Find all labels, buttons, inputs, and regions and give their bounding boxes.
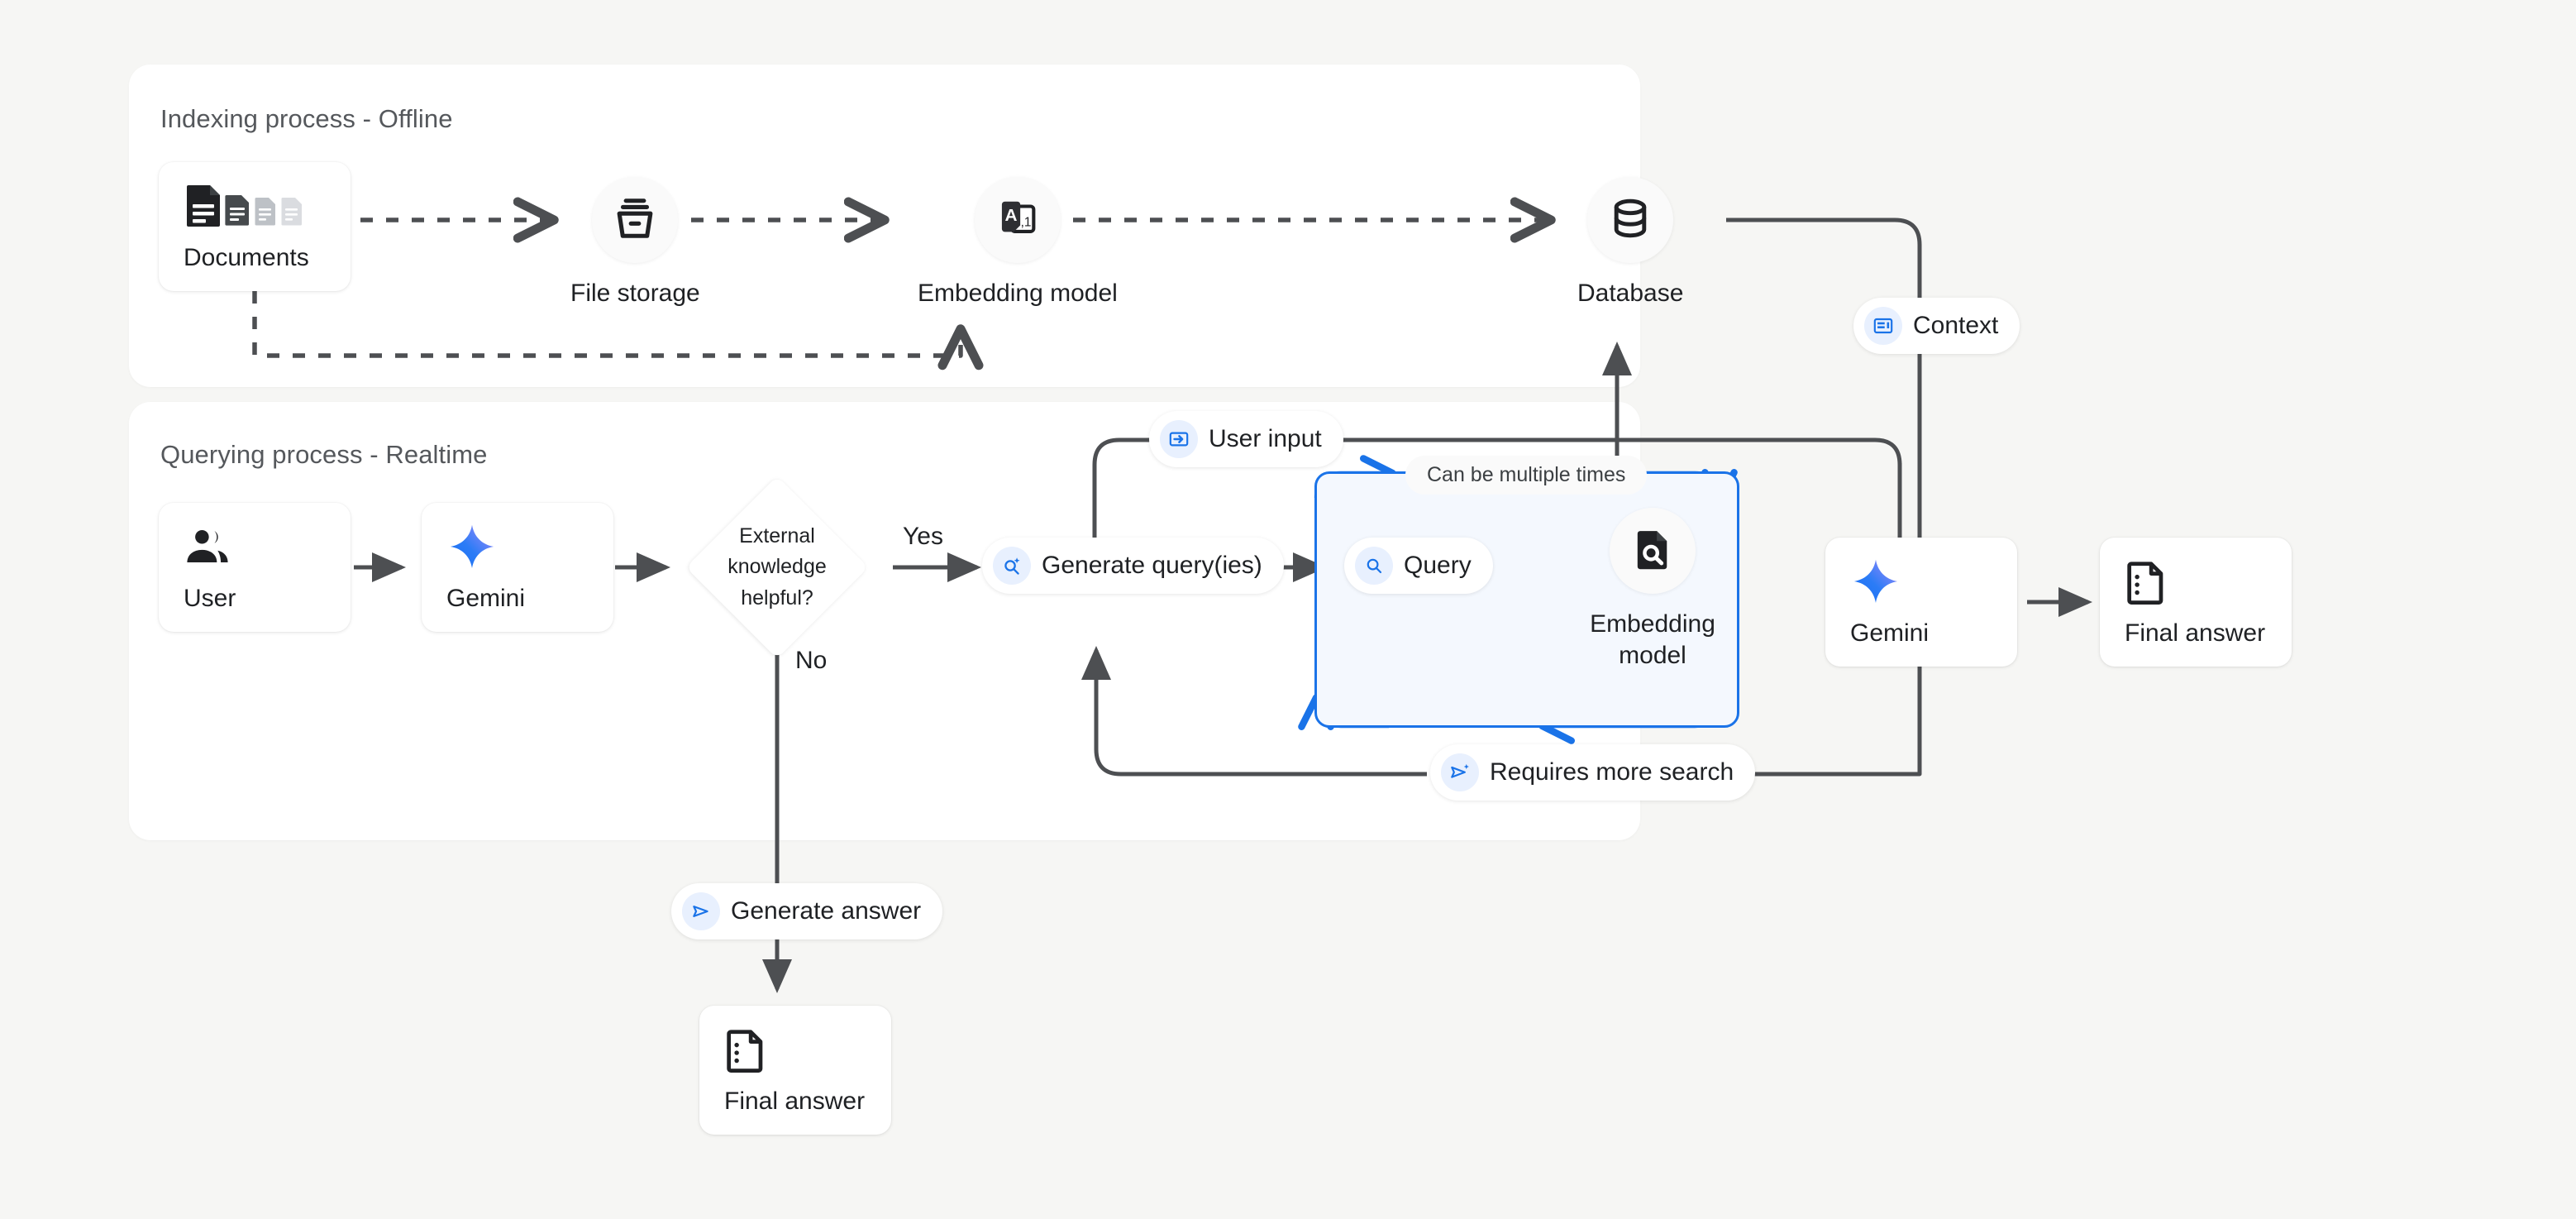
search-sparkle-icon <box>993 547 1031 585</box>
node-documents[interactable]: Documents <box>159 162 351 291</box>
node-database[interactable]: Database <box>1577 177 1683 309</box>
node-database-label: Database <box>1577 278 1683 309</box>
pill-can-be-multiple-times: Can be multiple times <box>1405 456 1647 495</box>
svg-text:A: A <box>1004 206 1017 225</box>
node-embedding-model-index-label: Embedding model <box>918 278 1118 309</box>
edge-label-yes: Yes <box>903 523 943 551</box>
gemini-sparkle-icon <box>446 522 613 573</box>
node-final-answer-right-label: Final answer <box>2125 619 2292 648</box>
node-user[interactable]: User <box>159 503 351 632</box>
send-sparkle-icon <box>1441 753 1479 791</box>
context-panel-icon <box>1864 307 1902 345</box>
indexing-panel-title: Indexing process - Offline <box>160 104 453 134</box>
user-group-icon <box>184 522 351 573</box>
node-final-answer-right[interactable]: Final answer <box>2100 538 2292 667</box>
embedding-model-icon: 0,1 A <box>994 194 1042 246</box>
pill-generate-queries-label: Generate query(ies) <box>1042 552 1262 580</box>
node-gemini[interactable]: Gemini <box>422 503 613 632</box>
document-search-icon-wrap <box>1610 508 1696 594</box>
node-file-storage[interactable]: File storage <box>570 177 700 309</box>
pill-user-input-label: User input <box>1209 425 1322 453</box>
input-arrow-icon <box>1160 420 1198 458</box>
node-file-storage-label: File storage <box>570 278 700 309</box>
node-final-answer-bottom[interactable]: Final answer <box>699 1006 891 1135</box>
pill-user-input[interactable]: User input <box>1149 411 1343 467</box>
send-icon <box>682 892 720 930</box>
node-documents-label: Documents <box>184 244 351 272</box>
documents-icon <box>184 181 351 232</box>
node-gemini-final[interactable]: Gemini <box>1825 538 2017 667</box>
final-answer-icon <box>2125 557 2292 608</box>
node-embedding-model-index[interactable]: 0,1 A Embedding model <box>918 177 1118 309</box>
file-storage-icon-wrap <box>592 177 678 263</box>
querying-panel-title: Querying process - Realtime <box>160 440 488 470</box>
database-icon <box>1607 195 1653 246</box>
pill-generate-queries[interactable]: Generate query(ies) <box>982 538 1284 594</box>
node-gemini-label: Gemini <box>446 585 613 613</box>
document-search-icon <box>1629 526 1676 576</box>
node-final-answer-bottom-label: Final answer <box>724 1088 891 1116</box>
pill-context-label: Context <box>1913 312 1998 340</box>
final-answer-icon <box>724 1025 891 1076</box>
gemini-sparkle-icon <box>1850 557 2017 608</box>
pill-generate-answer-label: Generate answer <box>731 897 921 925</box>
node-query-embedding-model-label: Embeddingmodel <box>1574 609 1731 671</box>
search-icon <box>1355 547 1393 585</box>
node-query-embedding-model[interactable]: Embeddingmodel <box>1574 508 1731 671</box>
pill-query[interactable]: Query <box>1344 538 1493 594</box>
edge-label-no: No <box>795 647 827 675</box>
pill-can-be-multiple-times-label: Can be multiple times <box>1427 463 1625 487</box>
pill-requires-more-search-label: Requires more search <box>1490 758 1734 786</box>
node-gemini-final-label: Gemini <box>1850 619 2017 648</box>
pill-context[interactable]: Context <box>1853 298 2020 354</box>
pill-query-label: Query <box>1404 552 1472 580</box>
embedding-model-icon-wrap: 0,1 A <box>975 177 1061 263</box>
node-decision-label: Externalknowledgehelpful? <box>713 503 842 632</box>
node-user-label: User <box>184 585 351 613</box>
pill-generate-answer[interactable]: Generate answer <box>671 883 942 939</box>
database-icon-wrap <box>1587 177 1673 263</box>
file-storage-icon <box>611 194 659 246</box>
pill-requires-more-search[interactable]: Requires more search <box>1430 744 1755 801</box>
